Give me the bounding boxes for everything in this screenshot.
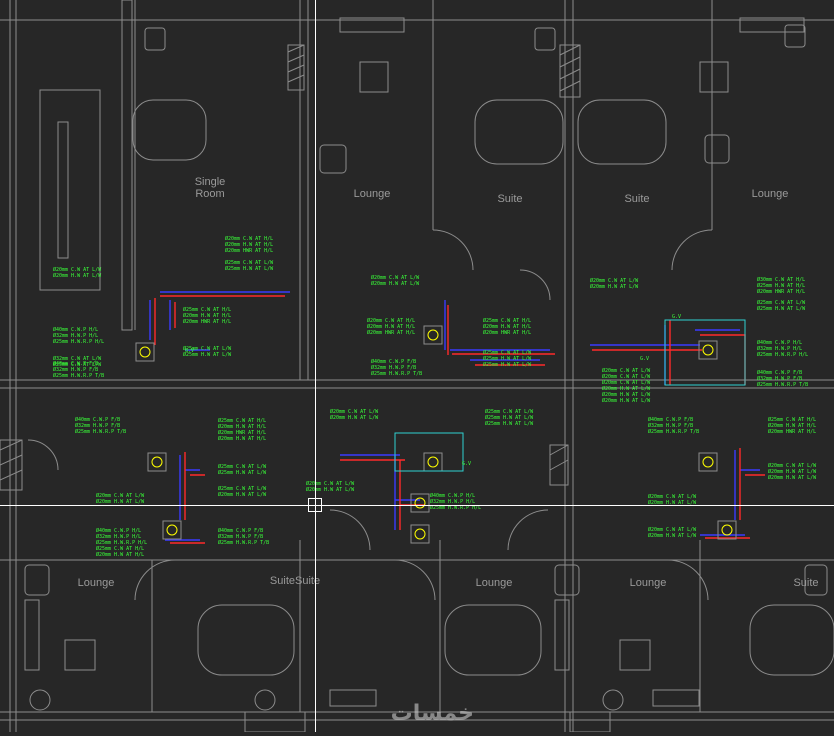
- pipe-size-note: Ø25mm C.W AT L/W Ø25mm H.W AT L/W: [183, 346, 232, 358]
- pipe-size-note: Ø25mm C.W AT L/W Ø20mm H.W AT L/W: [218, 486, 267, 498]
- pipe-size-note: Ø40mm C.W.P H/L Ø32mm H.W.P H/L Ø25mm H.…: [757, 340, 809, 358]
- room-label: Suite: [624, 193, 650, 205]
- pipe-size-note: Ø40mm C.W.P H/L Ø32mm H.W.P H/L Ø25mm H.…: [53, 327, 105, 345]
- pipe-size-note: Ø20mm C.W AT L/W Ø20mm H.W AT L/W: [648, 527, 697, 539]
- room-label: Single Room: [194, 176, 226, 200]
- room-label: Suite: [497, 193, 523, 205]
- pipe-size-note: Ø40mm C.W.P F/B Ø32mm H.W.P F/B Ø25mm H.…: [218, 528, 270, 546]
- room-label: Lounge: [353, 188, 391, 200]
- pipe-size-note: Ø20mm C.W AT L/W Ø20mm H.W AT L/W: [53, 267, 102, 279]
- pipe-size-note: Ø40mm C.W.P F/B Ø32mm H.W.P F/B Ø25mm H.…: [371, 359, 423, 377]
- room-label: Suite: [793, 577, 819, 589]
- fixture-connection: [427, 456, 439, 468]
- wc-fixture: [717, 520, 737, 540]
- pipe-size-note: Ø25mm C.W AT L/W Ø25mm H.W AT L/W: [218, 464, 267, 476]
- wc-fixture: [410, 524, 430, 544]
- shaft-outline: [394, 432, 464, 472]
- pipe-size-note: Ø40mm C.W.P F/B Ø32mm H.W.P F/B Ø25mm H.…: [648, 417, 700, 435]
- hot-water-pipe: [170, 452, 205, 544]
- fixture-connection: [414, 528, 426, 540]
- cold-water-pipe: [700, 450, 760, 536]
- room-label: Lounge: [475, 577, 513, 589]
- pipe-size-note: Ø32mm C.W AT L/W Ø25mm C.W AT L/W: [53, 356, 102, 368]
- room-label: SuiteSuite: [269, 575, 321, 587]
- gate-valve-tag: G.V: [462, 461, 471, 467]
- cursor-crosshair-horizontal: [0, 505, 834, 506]
- pipe-size-note: Ø25mm C.W AT L/W Ø25mm H.W AT L/W: [757, 300, 806, 312]
- cold-water-pipe: [149, 291, 290, 351]
- pipe-size-note: Ø30mm C.W AT H/L Ø25mm H.W AT H/L Ø20mm …: [757, 277, 806, 295]
- cursor-crosshair-vertical: [315, 0, 316, 732]
- column-hatching: [0, 44, 611, 733]
- pipe-size-note: Ø40mm C.W.P F/B Ø32mm H.W.P F/B Ø25mm H.…: [757, 370, 809, 388]
- pipe-size-note: Ø20mm C.W AT H/L Ø20mm H.W AT H/L Ø20mm …: [367, 318, 416, 336]
- fixture-connection: [414, 497, 426, 509]
- pipe-size-note: Ø20mm C.W AT L/W Ø20mm H.W AT L/W Ø20mm …: [768, 463, 817, 481]
- pipe-size-note: Ø20mm C.W AT H/L Ø20mm H.W AT H/L Ø20mm …: [225, 236, 274, 272]
- wc-fixture: [135, 342, 155, 362]
- fixture-connection: [166, 524, 178, 536]
- pipe-size-note: Ø25mm C.W AT L/W Ø25mm H.W AT L/W Ø25mm …: [483, 350, 532, 368]
- gate-valve-tag: G.V: [185, 348, 194, 354]
- pipe-size-note: Ø20mm C.W AT L/W Ø20mm H.W AT L/W: [306, 481, 355, 493]
- pipe-size-note: Ø20mm C.W AT L/W Ø20mm H.W AT L/W: [330, 409, 379, 421]
- wc-fixture: [162, 520, 182, 540]
- shaft-outline: [664, 319, 746, 386]
- pipe-size-note: Ø20mm C.W AT L/W Ø20mm H.W AT L/W: [371, 275, 420, 287]
- gate-valve-tag: G.V: [640, 356, 649, 362]
- watermark-logo: خمسات: [390, 701, 474, 726]
- wc-fixture: [423, 325, 443, 345]
- wc-fixture: [423, 452, 443, 472]
- fixture-connection: [702, 456, 714, 468]
- plumbing-pipes: [149, 291, 765, 544]
- hot-water-pipe: [447, 305, 555, 366]
- cold-water-pipe: [444, 300, 550, 361]
- pipe-size-note: Ø25mm C.W AT H/L Ø20mm H.W AT H/L Ø20mm …: [183, 307, 232, 325]
- pipe-size-note: Ø40mm C.W.P F/B Ø32mm H.W.P F/B Ø25mm H.…: [75, 417, 127, 435]
- pipe-size-note: Ø25mm C.W AT H/L Ø20mm H.W AT H/L Ø20mm …: [483, 318, 532, 336]
- fixture-connection: [139, 346, 151, 358]
- pipe-size-note: Ø40mm C.W.P H/L Ø32mm H.W.P H/L Ø25mm H.…: [430, 493, 482, 511]
- wc-fixture: [147, 452, 167, 472]
- pipe-size-note: Ø20mm C.W AT L/W Ø20mm H.W AT L/W: [648, 494, 697, 506]
- wc-fixture: [410, 493, 430, 513]
- pipe-size-note: Ø20mm C.W AT L/W Ø20mm C.W AT L/W Ø20mm …: [602, 368, 651, 404]
- pipe-size-note: Ø40mm C.W.P H/L Ø32mm H.W.P H/L Ø25mm H.…: [96, 528, 148, 558]
- plumbing-fixtures: G.V G.V G.V G.V: [135, 314, 746, 544]
- pipe-size-note: Ø25mm C.W AT L/W Ø25mm H.W AT L/W Ø25mm …: [485, 409, 534, 427]
- pipe-size-note: Ø20mm C.W AT L/W Ø20mm H.W AT L/W: [590, 278, 639, 290]
- pipe-size-note: Ø20mm C.W AT L/W Ø20mm H.W AT L/W: [96, 493, 145, 505]
- fixture-connection: [702, 344, 714, 356]
- room-label: Lounge: [751, 188, 789, 200]
- wc-fixture: [698, 340, 718, 360]
- gate-valve-tag: G.V: [672, 314, 681, 320]
- fixture-connection: [721, 524, 733, 536]
- pipe-size-note: Ø25mm C.W AT H/L Ø20mm H.W AT H/L Ø20mm …: [768, 417, 817, 435]
- hot-water-pipe: [705, 448, 765, 539]
- room-label: Lounge: [629, 577, 667, 589]
- pipe-size-note: Ø40mm C.W.P F/B Ø32mm H.W.P F/B Ø25mm H.…: [53, 361, 105, 379]
- wc-fixture: [698, 452, 718, 472]
- hot-water-pipe: [154, 295, 285, 345]
- cold-water-pipe: [165, 455, 200, 541]
- fixture-connection: [151, 456, 163, 468]
- room-label: Lounge: [77, 577, 115, 589]
- cursor-pickbox: [308, 498, 322, 512]
- fixture-connection: [427, 329, 439, 341]
- pipe-size-note: Ø25mm C.W AT H/L Ø20mm H.W AT H/L Ø20mm …: [218, 418, 267, 442]
